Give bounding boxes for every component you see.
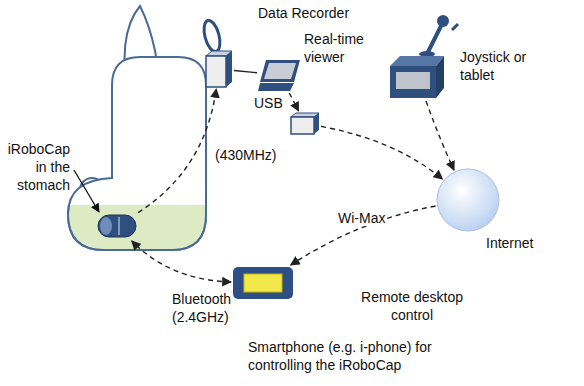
- usb-dongle: USB: [290, 112, 320, 135]
- wireless-link: [289, 93, 298, 111]
- capsule-icon: [97, 212, 137, 240]
- recorder-strap: [201, 19, 223, 54]
- annotation: (430MHz): [215, 146, 276, 164]
- node-label: USB: [254, 94, 283, 112]
- icon-part: [390, 56, 444, 66]
- node-label: Smartphone (e.g. i-phone) for controllin…: [248, 338, 444, 374]
- node-label: Internet: [486, 234, 533, 252]
- icon-part: [244, 274, 282, 292]
- icon-part: [264, 63, 296, 79]
- joystick-tablet-icon: [388, 52, 446, 100]
- icon-part: [118, 217, 120, 235]
- body-outline-bottom: [68, 205, 206, 250]
- icon-part: [437, 169, 499, 231]
- joystick-button: [452, 24, 458, 30]
- icon-part: [396, 72, 430, 89]
- smartphone-icon: [232, 266, 294, 300]
- node-label: Joystick or tablet: [460, 48, 532, 84]
- annotation: Remote desktop control: [350, 288, 474, 324]
- annotation: Bluetooth (2.4GHz): [172, 290, 254, 326]
- wireless-link: [321, 126, 443, 179]
- data-recorder: Data Recorder: [205, 50, 233, 88]
- wireless-link: [138, 89, 216, 213]
- cable-link: [234, 70, 257, 72]
- real-time-viewer: Real-time viewer: [258, 58, 302, 92]
- icon-part: [260, 60, 300, 82]
- body-outline: [68, 57, 206, 250]
- wireless-link: [132, 241, 231, 282]
- icon-part: [258, 83, 294, 91]
- node-label: Real-time viewer: [304, 30, 370, 66]
- icon-part: [436, 56, 444, 98]
- internet-cloud-icon: [436, 168, 500, 232]
- usb-dongle-icon: [290, 112, 320, 135]
- wireless-link: [291, 206, 436, 265]
- node-label: iRoboCap in the stomach: [4, 140, 70, 194]
- node-label: Data Recorder: [258, 4, 349, 22]
- leader-arrow: [74, 170, 99, 212]
- icon-part: [291, 117, 314, 134]
- data-recorder-icon: [205, 50, 233, 88]
- icon-part: [206, 56, 226, 87]
- joystick-stick: [427, 26, 441, 54]
- icon-part: [100, 217, 112, 235]
- smartphone: Smartphone (e.g. i-phone) for controllin…: [232, 266, 294, 300]
- icon-part: [233, 267, 293, 299]
- joystick-tablet: Joystick or tablet: [388, 52, 446, 100]
- icon-part: [226, 51, 232, 87]
- capsule: iRoboCap in the stomach: [97, 212, 137, 240]
- edge-label: Wi-Max: [336, 210, 387, 226]
- joystick-knob: [437, 15, 449, 27]
- icon-part: [314, 113, 319, 134]
- internet-cloud: Internet: [436, 168, 500, 232]
- real-time-viewer-icon: [258, 58, 302, 92]
- icon-part: [390, 66, 436, 98]
- icon-part: [98, 215, 136, 237]
- stomach-fill: [69, 205, 205, 249]
- wireless-link: [426, 101, 454, 170]
